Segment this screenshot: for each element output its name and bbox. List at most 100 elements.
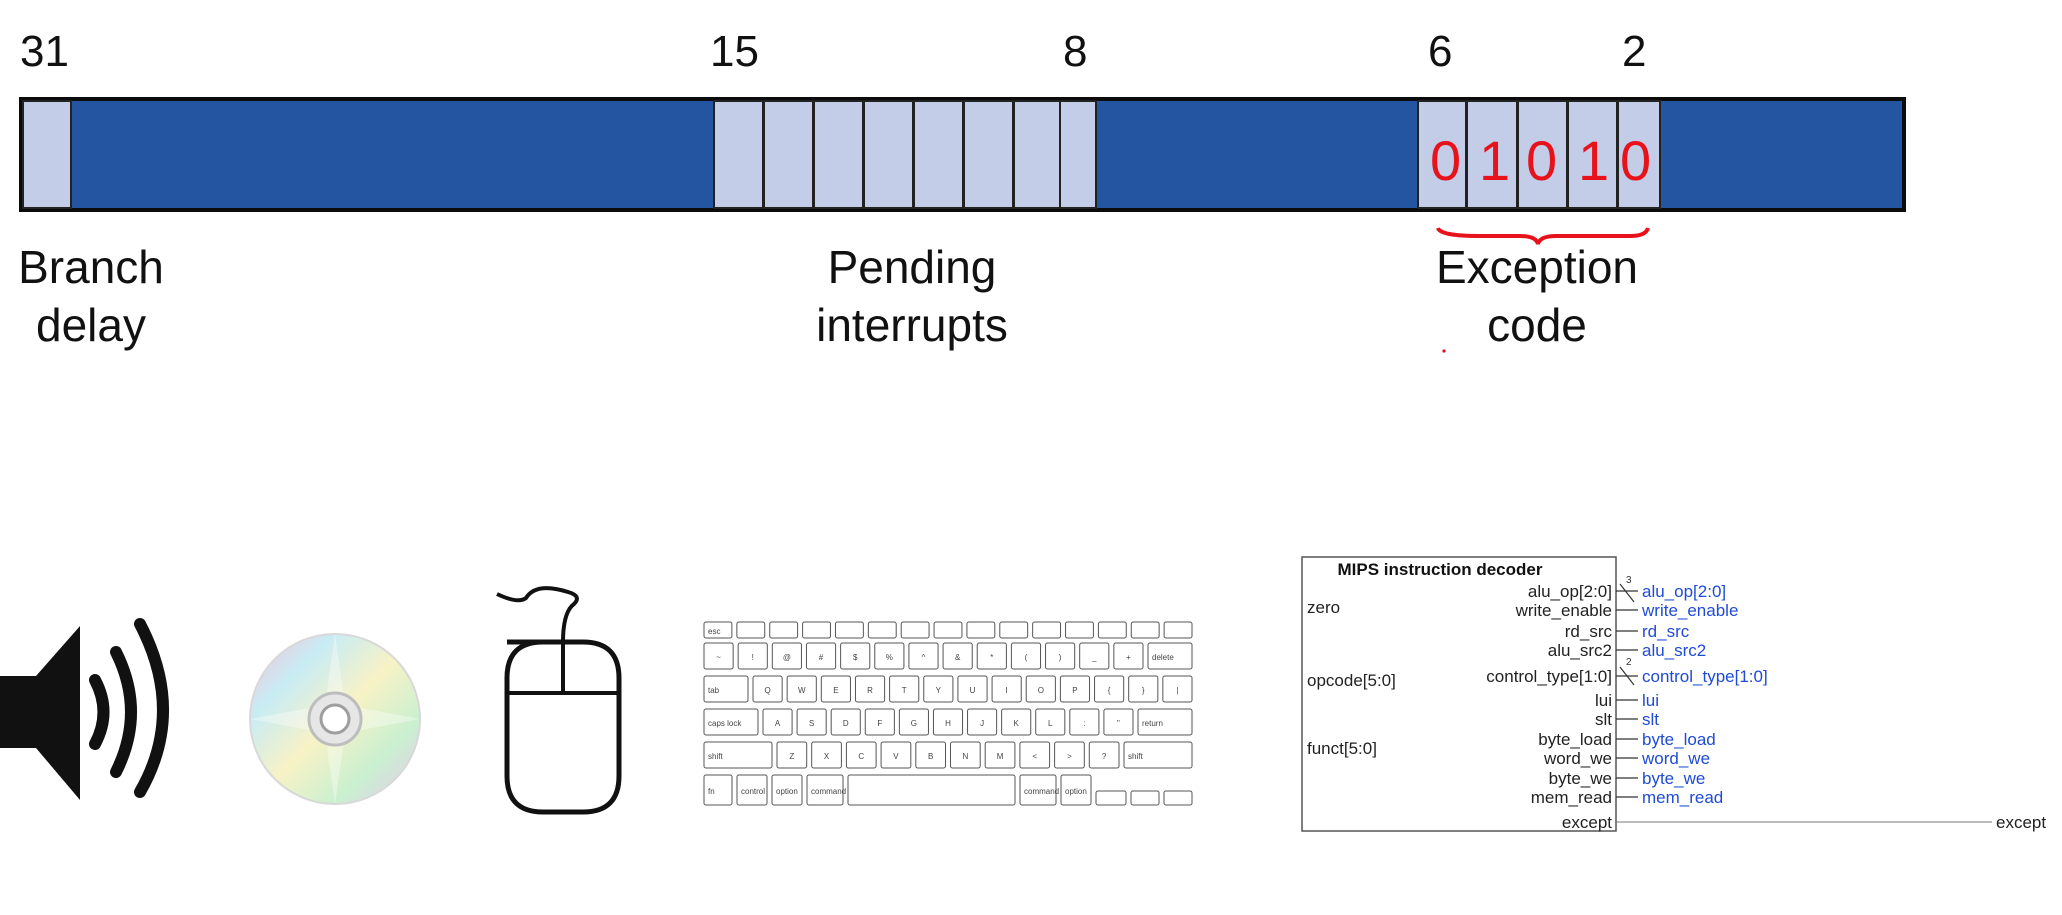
interrupt-cell [713,100,764,209]
keyboard-key [1025,675,1056,703]
keyboard-key [1113,642,1144,670]
keyboard-key-label: X [824,752,830,761]
keyboard-key-label: tab [708,686,720,695]
keyboard-key [736,621,766,639]
keyboard-key-label: ? [1102,752,1107,761]
keyboard-key-label: A [775,719,781,728]
keyboard-key [840,642,871,670]
decoder-output-label: alu_op[2:0] [1642,582,1726,601]
branch-delay-label: Branch [18,241,164,293]
keyboard-key [1010,642,1042,670]
decoder-port-label: alu_op[2:0] [1528,582,1612,601]
keyboard-key-label: delete [1152,653,1174,662]
keyboard-key-label: ) [1059,653,1062,662]
keyboard-key [1137,708,1193,736]
decoder-port-label: byte_we [1549,769,1612,788]
keyboard-key [1163,621,1193,639]
keyboard-key-label: # [819,653,824,662]
decoder-output-label: byte_load [1642,730,1716,749]
keyboard-key [889,675,920,703]
pending-interrupts-label: Pending [828,241,997,293]
keyboard-key [1103,708,1134,736]
keyboard-key [703,741,773,769]
keyboard-key [805,642,837,670]
keyboard-key [1035,708,1066,736]
keyboard-key [771,642,802,670]
bit-number-8: 8 [1063,27,1087,76]
bus-slash [1619,583,1635,603]
keyboard-key [1065,621,1094,639]
keyboard-key-label: caps lock [708,719,742,728]
decoder-output-label: alu_src2 [1642,641,1706,660]
decoder-output-label: write_enable [1641,601,1738,620]
keyboard-key [1130,790,1160,806]
keyboard-key-label: option [776,787,798,796]
keyboard-key-label: T [902,686,907,695]
keyboard-key [1079,642,1110,670]
keyboard-key-label: N [962,752,968,761]
keyboard-key [999,621,1029,639]
decoder-port-label: write_enable [1515,601,1612,620]
keyboard-key [1095,790,1127,806]
keyboard-key [769,621,799,639]
keyboard-key [1059,675,1091,703]
keyboard-key [991,675,1022,703]
keyboard-key [811,741,842,769]
exception-brace [1436,227,1650,245]
keyboard-key-label: Y [936,686,942,695]
decoder-title: MIPS instruction decoder [1338,560,1543,579]
exception-bit: 0 [1430,129,1461,192]
interrupt-cell [863,100,914,209]
decoder-output-label: mem_read [1642,788,1723,807]
decoder-port-label: rd_src [1565,622,1613,641]
exception-code-label-2: code [1487,299,1587,351]
except-output-label: except [1996,813,2046,832]
keyboard-key-label: I [1006,686,1008,695]
keyboard-key-label: ^ [922,653,926,662]
cd-disc-icon [249,633,421,805]
cause-register: 31 15 8 6 2 0 1 0 1 [18,27,1906,353]
keyboard-key [776,741,808,769]
keyboard-key-label: fn [708,787,715,796]
decoder-output-label: word_we [1641,749,1710,768]
keyboard-key [1162,675,1193,703]
keyboard-key [1001,708,1032,736]
exception-cell [1466,100,1518,209]
keyboard-key-label: ! [752,653,754,662]
interrupt-cell [1013,100,1061,209]
bit-number-6: 6 [1428,27,1452,76]
decoder-output-label: lui [1642,691,1659,710]
keyboard-key [864,708,895,736]
keyboard-key [984,741,1016,769]
keyboard-key [703,774,733,806]
input-opcode: opcode[5:0] [1307,671,1396,690]
keyboard-key [1060,774,1092,806]
keyboard-key [867,621,897,639]
keyboard-key-label: > [1067,752,1072,761]
keyboard-key-label: H [945,719,951,728]
keyboard-key [1147,642,1193,670]
keyboard-key [1045,642,1076,670]
keyboard-key [908,642,939,670]
keyboard-key-label: P [1072,686,1077,695]
interrupt-cell [963,100,1014,209]
keyboard-key-label: J [980,719,984,728]
keyboard-key-label: shift [708,752,723,761]
exception-bit: 1 [1578,129,1609,192]
keyboard-key [874,642,905,670]
keyboard-key-label: esc [708,627,720,636]
keyboard-key [752,675,783,703]
keyboard-key-label: V [893,752,899,761]
mouse-icon [496,586,622,815]
keyboard-key-label: " [1117,719,1120,728]
keyboard-key-label: * [990,653,993,662]
keyboard-key [834,621,864,639]
decoder-output-label: rd_src [1642,622,1690,641]
keyboard-key-label: S [809,719,814,728]
keyboard-key-label: return [1142,719,1163,728]
decoder-port-label: control_type[1:0] [1486,667,1612,686]
keyboard-key [820,675,851,703]
input-funct: funct[5:0] [1307,739,1377,758]
